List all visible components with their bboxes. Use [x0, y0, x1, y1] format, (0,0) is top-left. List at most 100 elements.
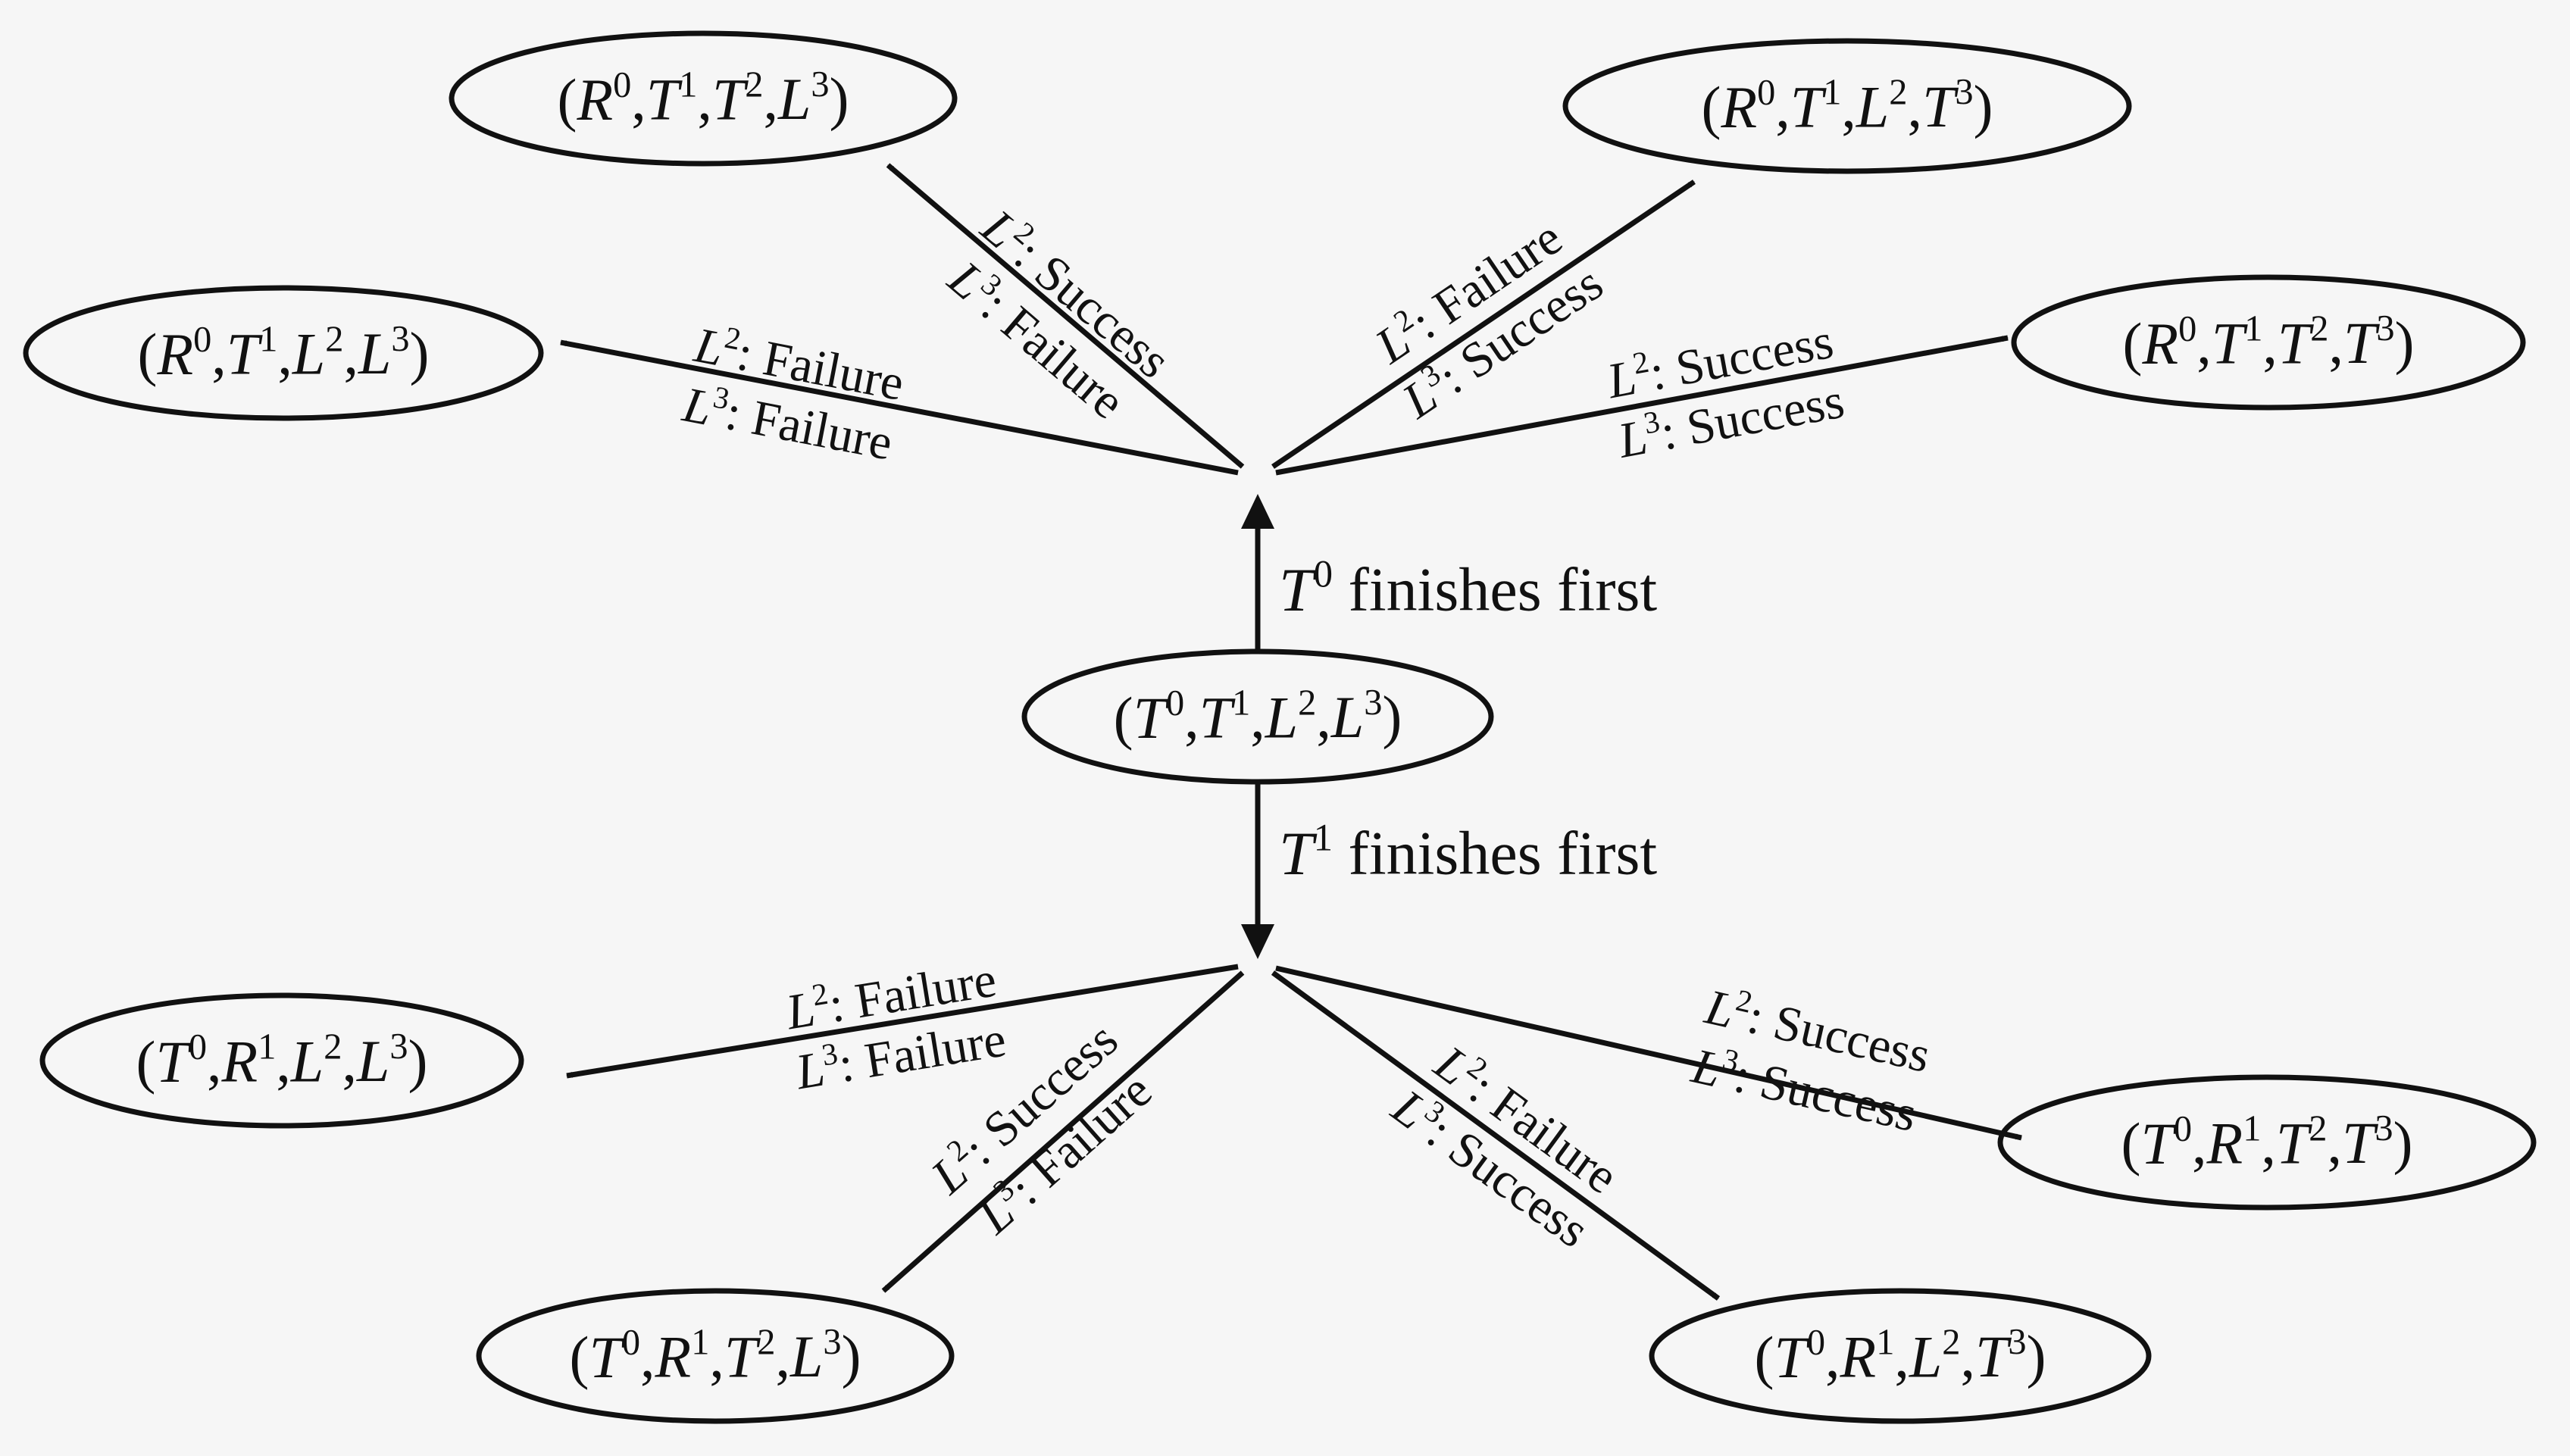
label-text: , — [2328, 310, 2343, 376]
math-symbol: L — [689, 317, 728, 377]
label-text: finishes first — [1333, 819, 1657, 888]
superscript: 1 — [1876, 1323, 1894, 1363]
math-symbol: T — [2276, 1110, 2312, 1176]
math-symbol: L — [777, 66, 811, 132]
math-symbol: T — [1199, 685, 1236, 751]
label-text: , — [1841, 73, 1856, 139]
math-symbol: L — [789, 1323, 823, 1389]
label-text: ) — [1382, 684, 1402, 750]
math-symbol: R — [2206, 1111, 2243, 1176]
transition-arrow — [881, 970, 1245, 1293]
superscript: 3 — [391, 319, 409, 359]
transition-arrow — [1271, 180, 1696, 469]
label-text: , — [1825, 1324, 1840, 1390]
label-text: , — [640, 1324, 655, 1390]
math-symbol: T — [1790, 74, 1827, 140]
superscript: 2 — [1889, 72, 1907, 112]
label-text: , — [2327, 1110, 2342, 1176]
math-symbol: T — [1279, 819, 1318, 888]
label-text: , — [763, 66, 778, 132]
math-symbol: T — [1279, 555, 1318, 624]
label-text: , — [1894, 1323, 1909, 1389]
superscript: 2 — [2310, 308, 2328, 348]
label-text: finishes first — [1333, 555, 1657, 624]
label-text: , — [1250, 684, 1265, 750]
math-symbol: T — [1922, 73, 1959, 139]
label-text: , — [1960, 1323, 1975, 1389]
label-text: , — [343, 320, 358, 386]
center-node: (T0​,T1​,L2​,L3​) — [1021, 648, 1494, 785]
math-symbol: L — [356, 1028, 389, 1094]
math-symbol: T — [712, 66, 749, 132]
math-symbol: L — [1265, 684, 1298, 750]
t1-finishes-first-label: T1​ finishes first — [1279, 816, 1657, 888]
math-symbol: L — [292, 320, 325, 386]
label-text: ( — [2121, 1111, 2140, 1176]
math-symbol: R — [2141, 311, 2178, 376]
transition-arrow — [1275, 965, 2022, 1141]
superscript: 0 — [1757, 73, 1775, 113]
label-text: ) — [410, 320, 430, 386]
superscript: 0 — [1314, 552, 1333, 595]
label-text: , — [207, 1029, 222, 1095]
superscript: 0 — [622, 1323, 640, 1363]
label-text: , — [1316, 684, 1331, 750]
state-label: (R0​,T1​,T2​,L3​) — [557, 64, 849, 133]
state-label: (T0​,R1​,T2​,T3​) — [2121, 1108, 2412, 1176]
math-symbol: L — [1856, 73, 1889, 139]
label-text: , — [1775, 74, 1790, 140]
superscript: 2 — [2309, 1108, 2327, 1148]
center-state-label: (T0​,T1​,L2​,L3​) — [1114, 683, 1402, 751]
label-text: , — [277, 320, 292, 386]
superscript: 3 — [1364, 683, 1382, 723]
superscript: 3 — [823, 1322, 841, 1362]
label-text: ) — [2027, 1323, 2046, 1389]
math-symbol: L — [1909, 1323, 1942, 1389]
superscript: 0 — [189, 1027, 207, 1067]
state-label: (R0​,T1​,L2​,T3​) — [1701, 72, 1993, 140]
math-symbol: T — [1133, 685, 1170, 751]
math-symbol: T — [2278, 310, 2314, 376]
state-label: (T0​,R1​,L2​,L3​) — [136, 1026, 427, 1095]
label-text: ( — [2122, 311, 2142, 376]
transition-arrow — [560, 339, 1239, 476]
math-symbol: T — [589, 1324, 625, 1390]
label-text: ( — [1114, 685, 1133, 751]
transition-arrow — [1275, 335, 2009, 476]
superscript: 0 — [193, 320, 211, 360]
label-text: , — [2196, 311, 2212, 376]
outcome-low-c: (T0​,R1​,L2​,T3​) L2​: Failure L3​: Succ… — [1271, 970, 2152, 1424]
label-text: ) — [1974, 73, 1993, 139]
superscript: 1 — [2243, 1109, 2261, 1149]
superscript: 3 — [2375, 1108, 2393, 1148]
math-symbol: L — [358, 320, 391, 386]
label-text: ) — [842, 1323, 861, 1389]
math-symbol: T — [227, 321, 263, 387]
label-text: ) — [2395, 310, 2415, 376]
math-symbol: T — [2140, 1111, 2177, 1176]
superscript: 1 — [259, 320, 277, 360]
superscript: 1 — [679, 65, 697, 105]
math-symbol: T — [2342, 1110, 2378, 1176]
math-symbol: T — [2212, 311, 2248, 376]
state-label: (R0​,T1​,L2​,L3​) — [137, 319, 429, 387]
superscript: 0 — [613, 65, 631, 105]
label-text: , — [2261, 1110, 2276, 1176]
math-symbol: R — [576, 67, 613, 133]
label-text: ( — [1701, 74, 1721, 140]
superscript: 1 — [1823, 73, 1841, 113]
superscript: 1 — [1232, 683, 1250, 723]
label-text: , — [775, 1323, 790, 1389]
math-symbol: T — [2343, 310, 2380, 376]
superscript: 0 — [2174, 1109, 2192, 1149]
t0-finishes-first-label: T0​ finishes first — [1279, 552, 1657, 624]
transition-arrow — [566, 964, 1239, 1079]
label-text: ) — [2393, 1110, 2413, 1176]
superscript: 1 — [691, 1323, 709, 1363]
superscript: 2 — [324, 1026, 342, 1067]
superscript: 0 — [1807, 1323, 1825, 1363]
superscript: 3 — [389, 1026, 408, 1067]
transition-arrow — [886, 163, 1245, 469]
superscript: 1 — [2244, 309, 2262, 349]
label-text: ( — [1754, 1324, 1774, 1390]
